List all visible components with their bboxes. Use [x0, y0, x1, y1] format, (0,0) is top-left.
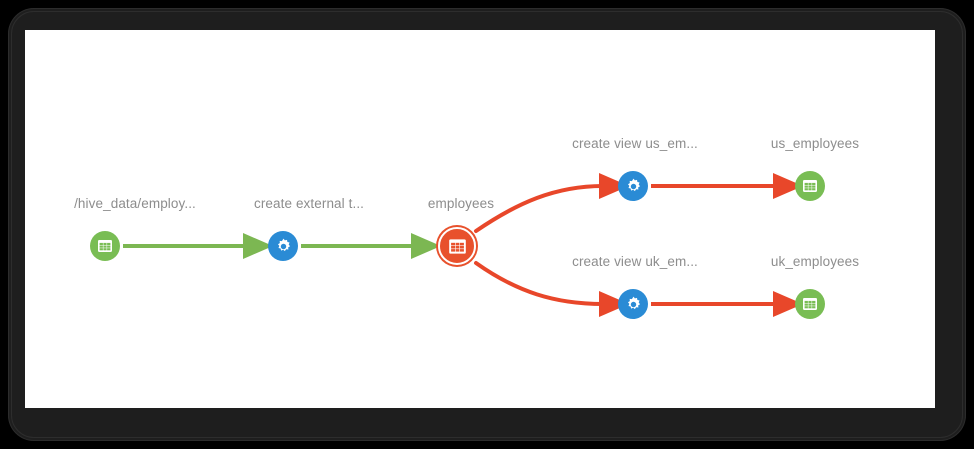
edge-employees-to-create-uk[interactable]: [474, 261, 629, 317]
node-employees-selected[interactable]: [438, 227, 476, 265]
node-create-view-us[interactable]: [618, 171, 648, 201]
node-label-hdfs-path: /hive_data/employ...: [74, 196, 196, 211]
gear-icon: [625, 296, 642, 313]
node-hdfs-path[interactable]: [90, 231, 120, 261]
node-create-view-uk[interactable]: [618, 289, 648, 319]
table-icon: [802, 296, 818, 312]
edge-hdfs-to-create-ext[interactable]: [123, 233, 273, 259]
node-label-uk-employees: uk_employees: [770, 254, 860, 269]
edge-create-ext-to-employees[interactable]: [301, 233, 441, 259]
node-label-employees: employees: [427, 196, 495, 211]
lineage-canvas[interactable]: /hive_data/employ... create external t..…: [25, 30, 935, 408]
node-label-create-ext: create external t...: [253, 196, 365, 211]
node-create-external-table[interactable]: [268, 231, 298, 261]
edge-employees-to-create-us[interactable]: [474, 173, 629, 233]
node-uk-employees[interactable]: [795, 289, 825, 319]
gear-icon: [625, 178, 642, 195]
table-icon: [448, 237, 467, 256]
node-label-create-us: create view us_em...: [572, 136, 698, 151]
edge-create-uk-to-uk-employees[interactable]: [651, 291, 803, 317]
node-label-us-employees: us_employees: [770, 136, 860, 151]
node-label-create-uk: create view uk_em...: [572, 254, 698, 269]
gear-icon: [275, 238, 292, 255]
edge-create-us-to-us-employees[interactable]: [651, 173, 803, 199]
table-icon: [97, 238, 113, 254]
table-icon: [802, 178, 818, 194]
node-us-employees[interactable]: [795, 171, 825, 201]
lineage-graph[interactable]: [25, 30, 935, 408]
